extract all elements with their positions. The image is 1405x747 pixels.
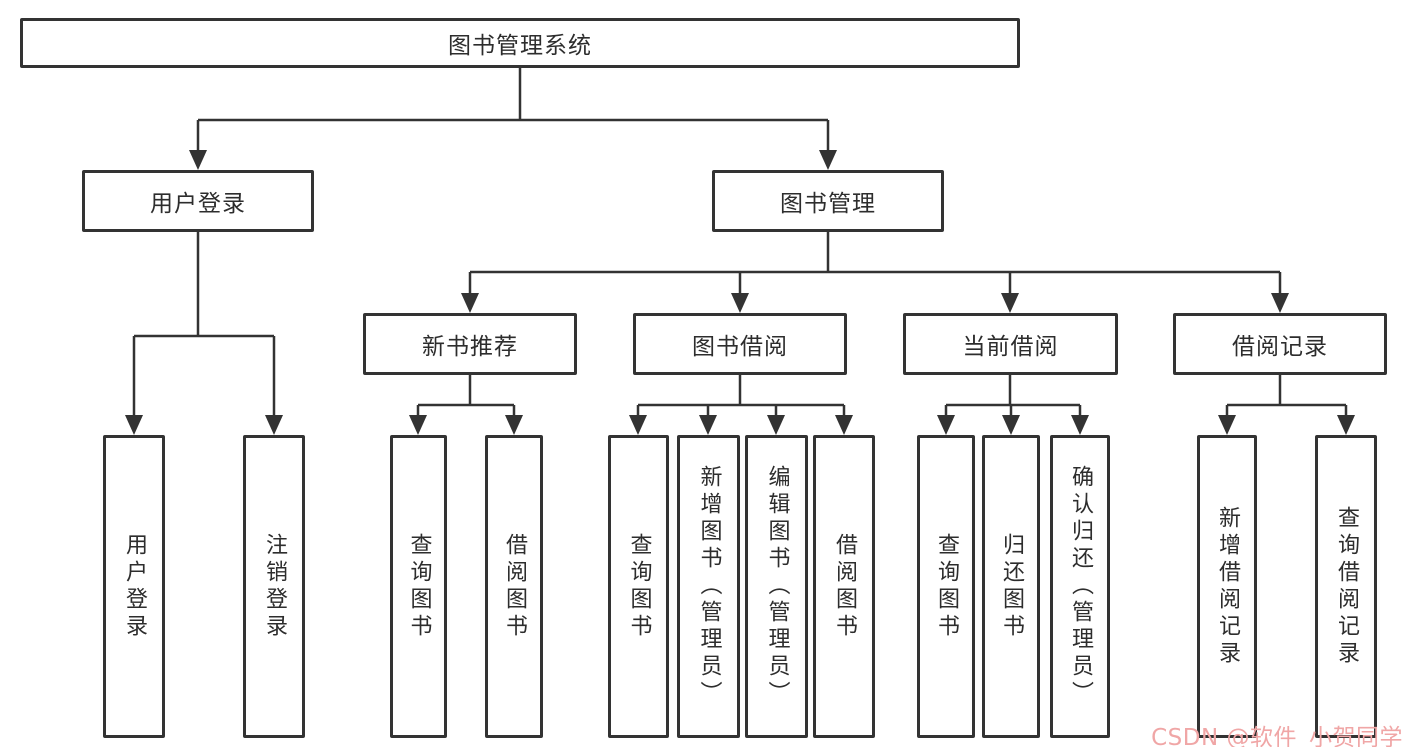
leaf-current-return-books: 归还图书 (982, 435, 1040, 738)
node-book-borrow: 图书借阅 (633, 313, 847, 375)
leaf-borrow-query-books: 查询图书 (608, 435, 669, 738)
leaf-label: 借阅图书 (502, 532, 527, 641)
csdn-watermark: CSDN @软件_小贺同学 (1151, 725, 1403, 747)
leaf-label: 新增图书（管理员） (696, 465, 722, 708)
leaf-label: 查询图书 (626, 532, 652, 641)
node-current-borrow: 当前借阅 (903, 313, 1118, 375)
leaf-label: 归还图书 (999, 532, 1024, 641)
leaf-newrec-borrow-books: 借阅图书 (485, 435, 543, 738)
leaf-user-login: 用户登录 (103, 435, 165, 738)
leaf-current-confirm-return: 确认归还（管理员） (1050, 435, 1110, 738)
leaf-label: 确认归还（管理员） (1068, 465, 1093, 708)
leaf-label: 用户登录 (122, 532, 147, 641)
leaf-label: 查询借阅记录 (1334, 505, 1359, 668)
leaf-newrec-query-books: 查询图书 (390, 435, 447, 738)
leaf-records-query-record: 查询借阅记录 (1315, 435, 1377, 738)
leaf-label: 借阅图书 (832, 532, 857, 641)
leaf-logout: 注销登录 (243, 435, 305, 738)
leaf-label: 注销登录 (262, 532, 287, 641)
node-borrow-records: 借阅记录 (1173, 313, 1387, 375)
leaf-current-query-books: 查询图书 (917, 435, 975, 738)
node-user-login: 用户登录 (82, 170, 314, 232)
node-book-management: 图书管理 (712, 170, 944, 232)
leaf-borrow-add-books: 新增图书（管理员） (677, 435, 740, 738)
node-new-book-recommend: 新书推荐 (363, 313, 577, 375)
leaf-borrow-edit-books: 编辑图书（管理员） (745, 435, 808, 738)
leaf-borrow-borrow-books: 借阅图书 (813, 435, 875, 738)
node-root: 图书管理系统 (20, 18, 1020, 68)
leaf-label: 查询图书 (406, 532, 432, 641)
leaf-label: 查询图书 (934, 532, 959, 641)
leaf-records-add-record: 新增借阅记录 (1197, 435, 1257, 738)
leaf-label: 编辑图书（管理员） (764, 465, 790, 708)
leaf-label: 新增借阅记录 (1215, 505, 1240, 668)
